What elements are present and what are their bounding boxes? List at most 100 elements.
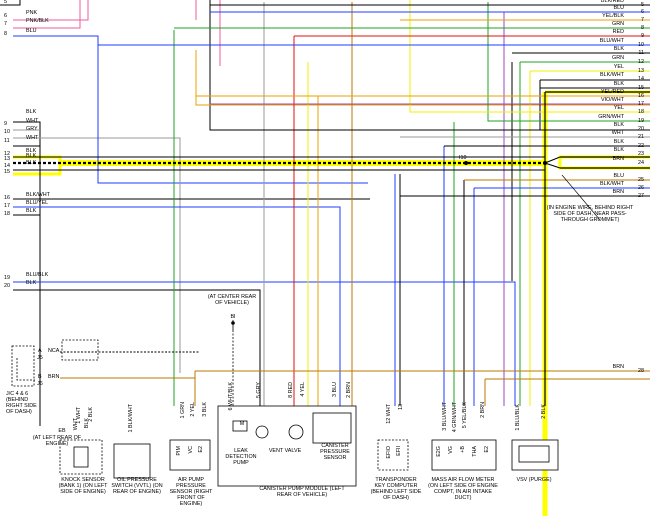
wire-left-19 <box>13 281 516 406</box>
right-wire-color-18: BLK <box>613 147 624 153</box>
left-wire-color-14: BLK <box>26 208 37 214</box>
wire-left-20 <box>13 289 261 406</box>
vsv-pin-2: 2 BLK <box>541 404 547 419</box>
right-wire-num-17: 22 <box>638 143 644 149</box>
canister-pin-4: 4 YEL <box>300 382 306 397</box>
right-wire-color-22: BRN <box>612 189 624 195</box>
airpump-terminal-2: VC <box>188 446 194 454</box>
canister-pin-3: 8 RED <box>288 382 294 398</box>
left-wire-color-6: GRY <box>26 126 38 132</box>
vsv-pin-1: 1 BLU/BLK <box>515 404 521 431</box>
maf-pin-1: 3 BLU/WHT <box>442 402 448 431</box>
motor-symbol <box>232 420 248 432</box>
wire-left-7 <box>13 0 81 29</box>
left-wire-num-14: 18 <box>4 211 10 217</box>
oil-switch-box <box>113 443 151 479</box>
left-wire-color-4: BLK <box>26 109 37 115</box>
left-wire-color-15: BLU/BLK <box>26 272 49 278</box>
left-wire-color-12: BLK/WHT <box>26 192 50 198</box>
left-wire-color-16: BLK <box>26 280 37 286</box>
right-wire-color-14: GRN/WHT <box>598 114 624 120</box>
right-wire-color-19: BRN <box>612 156 624 162</box>
engine-wire-note: (IN ENGINE WIRE, BEHIND RIGHT SIDE OF DA… <box>546 205 634 223</box>
maf-pin-3: 5 YEL/BLK <box>462 402 468 429</box>
left-wire-num-8: 12 <box>4 151 10 157</box>
right-wire-color-6: BLK <box>613 46 624 52</box>
right-wire-num-21: 26 <box>638 185 644 191</box>
right-wire-num-0: 5 <box>641 2 644 8</box>
left-wire-num-7: 11 <box>4 138 10 144</box>
left-wire-color-10: BLK <box>26 160 37 166</box>
right-wire-color-10: BLK <box>613 81 624 87</box>
wire-left-9 <box>13 121 41 426</box>
airpump-pin-2: 2 YEL <box>190 402 196 417</box>
left-wire-num-11: 15 <box>4 169 10 175</box>
splice-bus-end <box>543 161 547 165</box>
transponder-box <box>377 439 409 471</box>
knock-sensor-inner <box>73 446 89 468</box>
transponder-label: TRANSPONDER KEY COMPUTER (BEHIND LEFT SI… <box>370 477 422 501</box>
canister-pin-2: 5 GRY <box>256 382 262 399</box>
left-wire-color-1: PNK <box>26 10 38 16</box>
left-wire-num-6: 10 <box>4 129 10 135</box>
pressure-sensor-block <box>312 412 352 444</box>
right-wire-num-15: 20 <box>638 126 644 132</box>
eb-id: EB <box>58 428 66 434</box>
wire-left-11 <box>13 137 181 373</box>
right-wire-color-0: BLK/RED <box>600 0 624 4</box>
air-pump-sensor-label: AIR PUMP PRESSURE SENSOR (RIGHT FRONT OF… <box>169 477 213 507</box>
air-pump-sensor-box <box>169 439 211 471</box>
right-wire-num-11: 16 <box>638 93 644 99</box>
right-wire-color-5: BLU/WHT <box>599 38 624 44</box>
canister-pressure-sensor-label: CANISTER PRESSURE SENSOR <box>320 443 350 461</box>
right-wire-num-20: 25 <box>638 177 644 183</box>
right-wire-color-23: BRN <box>612 364 624 370</box>
transponder-pin-1: 12 WHT <box>386 404 392 424</box>
maf-box <box>431 439 497 471</box>
motor-symbol-label: M <box>239 421 245 427</box>
jc-j5: J5 <box>37 355 43 361</box>
left-wire-color-5: WHT <box>26 118 39 124</box>
canister-pin-6: 2 BRN <box>346 382 352 398</box>
right-wire-num-1: 6 <box>641 9 644 15</box>
left-wire-num-1: 6 <box>4 13 7 19</box>
eb-note: (AT LEFT REAR OF ENGINE) <box>32 435 82 447</box>
vent-valve-circle <box>288 424 304 440</box>
splice-label: I10 <box>459 155 467 161</box>
transponder-terminal-1: EFIO <box>386 446 392 459</box>
vsv-label: VSV (PURGE) <box>516 477 552 483</box>
splice-i10 <box>464 161 468 165</box>
right-wire-num-2: 7 <box>641 17 644 23</box>
left-wire-num-0: 5 <box>4 0 7 5</box>
airpump-terminal-3: E2 <box>198 446 204 453</box>
jc-box <box>11 345 35 387</box>
maf-terminal-2: VG <box>448 446 454 454</box>
canister-module-box <box>217 405 357 487</box>
wire-bus-join-bottom <box>544 162 561 169</box>
right-wire-num-22: 27 <box>638 193 644 199</box>
right-wire-num-5: 10 <box>638 42 644 48</box>
maf-terminal-4: THA <box>472 446 478 457</box>
left-wire-num-13: 17 <box>4 203 10 209</box>
right-wire-num-10: 15 <box>638 85 644 91</box>
wire-left-6 <box>13 0 89 21</box>
right-wire-num-7: 12 <box>638 59 644 65</box>
engine-note-pointer <box>561 174 601 221</box>
maf-pin-2: 4 GRN/WHT <box>452 402 458 433</box>
right-wire-color-3: GRN <box>612 21 624 27</box>
wire-left-17 <box>13 206 341 406</box>
right-wire-color-4: RED <box>612 29 624 35</box>
airpump-pin-3: 3 BLK <box>202 402 208 417</box>
right-wire-color-8: YEL <box>613 64 624 70</box>
right-wire-num-12: 17 <box>638 101 644 107</box>
oil-pressure-switch-label: OIL PRESSURE SWITCH (VVTL) (ON REAR OF E… <box>111 477 163 495</box>
ground-location-note: (AT CENTER REAR OF VEHICLE) <box>207 294 257 306</box>
left-wire-color-7: WHT <box>26 135 39 141</box>
right-wire-num-4: 9 <box>641 33 644 39</box>
right-wire-num-13: 18 <box>638 109 644 115</box>
jc-pin-b: B <box>38 374 42 380</box>
knock-pin-1: 1 WHT <box>76 407 82 424</box>
canister-pin-5: 3 BLU <box>332 382 338 397</box>
jc-pin-a: A <box>38 348 42 354</box>
